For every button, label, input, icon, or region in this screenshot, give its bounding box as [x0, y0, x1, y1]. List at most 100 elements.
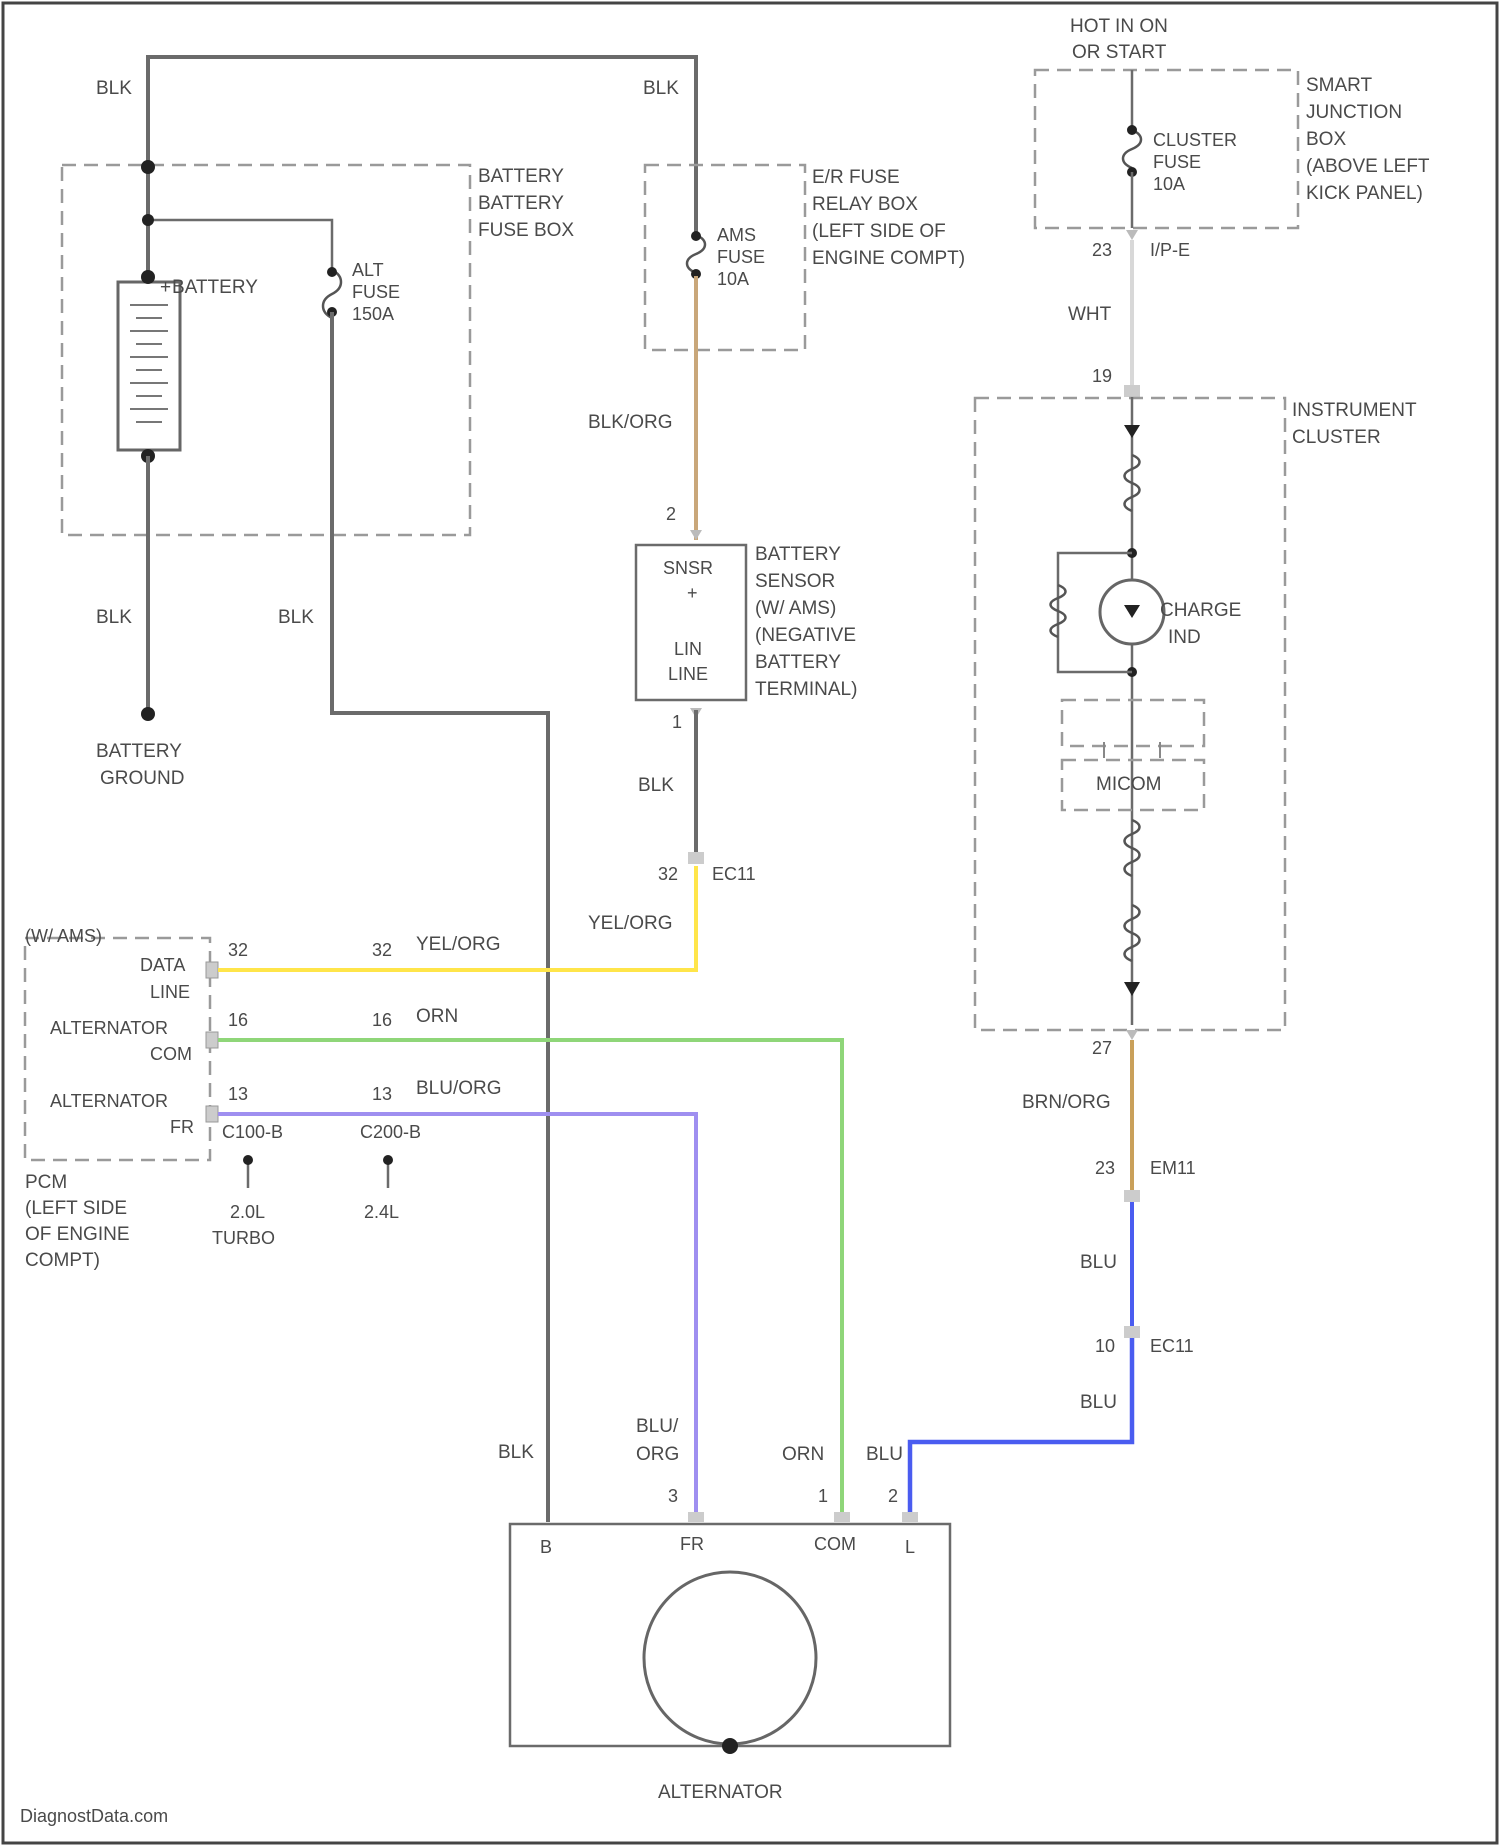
wire-label-blu-lower: BLU	[1080, 1392, 1117, 1413]
sensor-label-2: SENSOR	[755, 571, 835, 592]
ground-point-dot	[141, 707, 155, 721]
ec11-connector-icon	[688, 852, 704, 864]
alt-pin-fr: 3	[668, 1486, 678, 1506]
blu-org-wire	[218, 1114, 696, 1512]
em11-pin: 23	[1095, 1158, 1115, 1178]
wire-label-blk-alt: BLK	[278, 607, 314, 628]
hot-label-2: OR START	[1072, 42, 1167, 63]
alternator-coil-icon	[644, 1572, 816, 1744]
pcm-label-4: COMPT)	[25, 1250, 100, 1271]
blu-lower-wire	[910, 1338, 1132, 1512]
battery-icon	[118, 282, 180, 450]
variant-dot	[383, 1155, 393, 1165]
fuse-terminal-dot	[691, 231, 701, 241]
sjb-label-5: KICK PANEL)	[1306, 183, 1423, 204]
pcm-pin-label-data-1: DATA	[140, 955, 185, 975]
pcm-terminal-icons	[206, 962, 218, 1122]
cluster-fuse-label-3: 10A	[1153, 174, 1185, 194]
ec11-b-name: EC11	[1150, 1336, 1194, 1356]
alt-terminal-b: B	[540, 1537, 552, 1557]
alt-pin-l: 2	[888, 1486, 898, 1506]
wire-label-blu-org-h: BLU/ORG	[416, 1078, 502, 1099]
sensor-label-6: TERMINAL)	[755, 679, 857, 700]
alt-fuse-feed-wire	[148, 220, 332, 270]
wire-label-blu-org-alt-2: ORG	[636, 1444, 679, 1465]
diode-icon	[1124, 982, 1140, 996]
ec11-b-pin: 10	[1095, 1336, 1115, 1356]
connector-pin-icon	[1126, 1030, 1138, 1040]
alt-fuse-label-3: 150A	[352, 304, 394, 324]
variant-turbo-1: 2.0L	[230, 1202, 265, 1222]
pcm-label-1: PCM	[25, 1172, 67, 1193]
fuse-terminal-dot	[327, 267, 337, 277]
pcm-connector-c200b: C200-B	[360, 1122, 421, 1142]
charge-ind-label-1: CHARGE	[1160, 600, 1241, 621]
ams-fuse-label-2: FUSE	[717, 247, 765, 267]
em11-name: EM11	[1150, 1158, 1196, 1178]
er-box-label-2: RELAY BOX	[812, 194, 918, 215]
blk-top-wire	[148, 57, 696, 235]
wire-label-yel-org-h: YEL/ORG	[416, 934, 500, 955]
sensor-label-3: (W/ AMS)	[755, 598, 836, 619]
alt-pin-com: 1	[818, 1486, 828, 1506]
battery-label: BATTERY	[172, 277, 258, 298]
diode-icon	[1124, 425, 1140, 438]
wire-label-blk-sensor: BLK	[638, 775, 674, 796]
wire-pin-32: 32	[372, 940, 392, 960]
fuse-terminal-dot	[1127, 125, 1137, 135]
sjb-label-2: JUNCTION	[1306, 102, 1402, 123]
sensor-inner-3: LIN	[674, 639, 702, 659]
wire-pin-13: 13	[372, 1084, 392, 1104]
pcm-pin-num-32: 32	[228, 940, 248, 960]
sensor-label-5: BATTERY	[755, 652, 841, 673]
sensor-label-1: BATTERY	[755, 544, 841, 565]
alt-terminal-com: COM	[814, 1534, 856, 1554]
connector-icon	[1124, 385, 1140, 397]
wire-label-wht: WHT	[1068, 304, 1112, 325]
sjb-label-1: SMART	[1306, 75, 1373, 96]
instrument-cluster-outline	[975, 398, 1285, 1030]
sensor-pin-bottom: 1	[672, 712, 682, 732]
variant-24: 2.4L	[364, 1202, 399, 1222]
ams-fuse-label-3: 10A	[717, 269, 749, 289]
em11-connector-icon	[1124, 1190, 1140, 1202]
pcm-pin-num-16: 16	[228, 1010, 248, 1030]
sjb-connector: I/P-E	[1150, 240, 1190, 260]
variant-dot	[243, 1155, 253, 1165]
wire-label-brn-org: BRN/ORG	[1022, 1092, 1111, 1113]
variant-turbo-2: TURBO	[212, 1228, 275, 1248]
cluster-fuse-label-1: CLUSTER	[1153, 130, 1237, 150]
pcm-pin-label-fr-2: FR	[170, 1117, 194, 1137]
pcm-label-3: OF ENGINE	[25, 1224, 130, 1245]
pcm-label-2: (LEFT SIDE	[25, 1198, 127, 1219]
alternator-ground-dot	[722, 1738, 738, 1754]
cluster-fuse-icon	[1123, 130, 1141, 168]
ams-fuse-label-1: AMS	[717, 225, 756, 245]
wire-label-blu-upper: BLU	[1080, 1252, 1117, 1273]
pcm-pin-label-fr-1: ALTERNATOR	[50, 1091, 168, 1111]
pcm-connector-c100b: C100-B	[222, 1122, 283, 1142]
battery-ground-label-2: GROUND	[100, 768, 184, 789]
cluster-label-1: INSTRUMENT	[1292, 400, 1417, 421]
pcm-pin-label-data-2: LINE	[150, 982, 190, 1002]
alt-terminal-fr: FR	[680, 1534, 704, 1554]
sensor-inner-4: LINE	[668, 664, 708, 684]
wire-label-yel-org: YEL/ORG	[588, 913, 672, 934]
micom-label: MICOM	[1096, 774, 1161, 795]
er-box-label-1: E/R FUSE	[812, 167, 900, 188]
cluster-fuse-label-2: FUSE	[1153, 152, 1201, 172]
wire-label-blk-alt-terminal: BLK	[498, 1442, 534, 1463]
sensor-pin-top: 2	[666, 504, 676, 524]
wire-label-blu-alt: BLU	[866, 1444, 903, 1465]
wire-label-blu-org-alt-1: BLU/	[636, 1416, 679, 1437]
cluster-label-2: CLUSTER	[1292, 427, 1381, 448]
connector-pin-icon	[1126, 230, 1138, 240]
pcm-pin-label-com-1: ALTERNATOR	[50, 1018, 168, 1038]
alternator-label: ALTERNATOR	[658, 1782, 783, 1803]
alt-fuse-label-1: ALT	[352, 260, 384, 280]
wire-label-blk-ground: BLK	[96, 607, 132, 628]
pcm-header: (W/ AMS)	[25, 926, 102, 946]
ec11-a-name: EC11	[712, 864, 756, 884]
cluster-pin-bottom: 27	[1092, 1038, 1112, 1058]
ec11-a-pin: 32	[658, 864, 678, 884]
